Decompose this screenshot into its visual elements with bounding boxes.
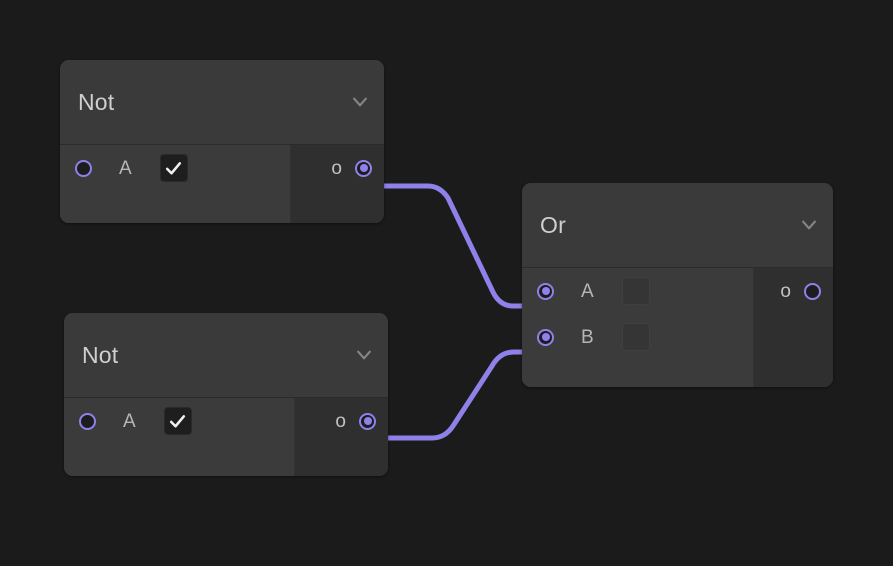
output-port[interactable]	[355, 159, 372, 177]
input-port-row: B	[522, 314, 753, 360]
node-outputs-column: o	[291, 145, 384, 223]
connection-link[interactable]	[376, 349, 533, 441]
output-port-label: o	[335, 410, 346, 432]
output-port[interactable]	[359, 412, 376, 430]
output-port-row: o	[754, 268, 833, 314]
input-port-label: A	[123, 410, 136, 432]
input-value-checkbox[interactable]	[163, 407, 192, 435]
input-port-label: A	[119, 157, 132, 179]
input-port-row: A	[522, 268, 753, 314]
node-header[interactable]: Or	[522, 183, 833, 268]
node-title: Not	[82, 341, 119, 368]
input-port[interactable]	[75, 159, 92, 177]
connection-link[interactable]	[371, 183, 533, 309]
output-port-label: o	[780, 280, 791, 302]
node-outputs-column: o	[754, 268, 833, 387]
input-port[interactable]	[79, 412, 96, 430]
chevron-down-icon[interactable]	[799, 215, 819, 235]
output-port-row: o	[295, 398, 388, 444]
input-port-row: A	[64, 398, 294, 444]
chevron-down-icon[interactable]	[350, 92, 370, 112]
node-header[interactable]: Not	[64, 313, 388, 398]
input-port[interactable]	[537, 328, 554, 346]
input-port-row: A	[60, 145, 290, 191]
output-port-row: o	[291, 145, 384, 191]
input-value-checkbox[interactable]	[621, 323, 650, 351]
input-value-checkbox[interactable]	[621, 277, 650, 305]
input-port-label: A	[581, 280, 594, 302]
output-port[interactable]	[804, 282, 821, 300]
node-outputs-column: o	[295, 398, 388, 476]
output-port-label: o	[331, 157, 342, 179]
input-value-checkbox[interactable]	[159, 154, 188, 182]
input-port-label: B	[581, 326, 594, 348]
chevron-down-icon[interactable]	[354, 345, 374, 365]
node-inputs-column: A	[60, 145, 291, 223]
node-header[interactable]: Not	[60, 60, 384, 145]
node-title: Or	[540, 211, 566, 238]
input-port[interactable]	[537, 282, 554, 300]
node-inputs-column: A	[64, 398, 295, 476]
node-title: Not	[78, 88, 115, 115]
